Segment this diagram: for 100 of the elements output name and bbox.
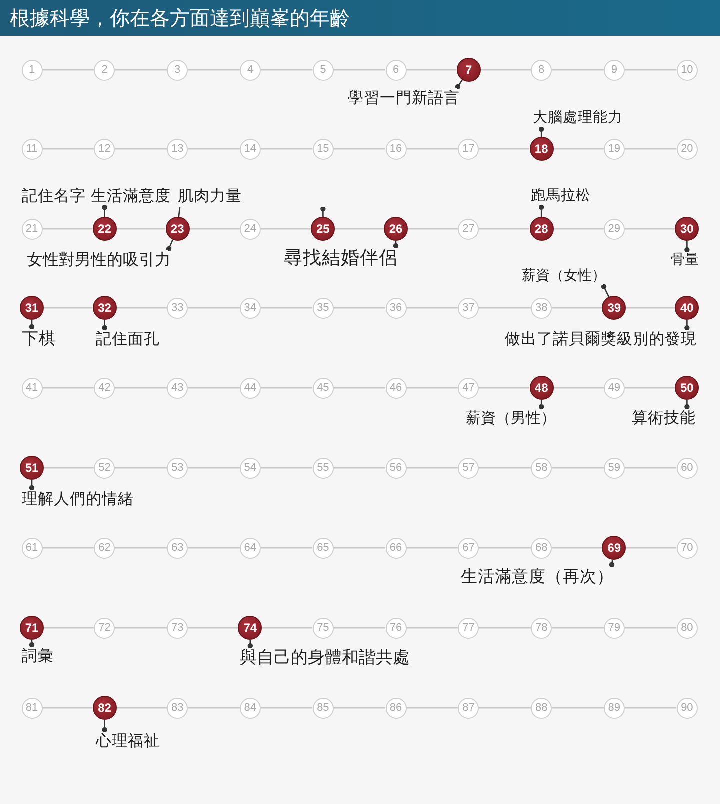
peak-age-circle: 74 <box>238 616 262 640</box>
connector-line <box>406 69 457 71</box>
age-circle: 76 <box>386 618 406 638</box>
connector-line <box>479 547 532 549</box>
connector-line <box>554 228 604 230</box>
callout-text: 生活滿意度（再次） <box>461 567 614 587</box>
callout-text: 與自己的身體和諧共處 <box>240 648 410 668</box>
age-circle: 44 <box>240 378 261 398</box>
age-circle: 16 <box>386 138 406 160</box>
connector-line <box>552 307 602 309</box>
callout-text: 理解人們的情緒 <box>22 490 134 509</box>
age-circle: 43 <box>167 378 188 398</box>
leader-line <box>248 640 253 649</box>
age-circle: 63 <box>167 538 188 558</box>
age-circle: 13 <box>167 138 188 160</box>
peak-age-circle: 40 <box>675 296 700 320</box>
connector-line <box>260 228 312 230</box>
age-circle: 2 <box>94 60 116 80</box>
leader-line <box>539 126 544 137</box>
connector-line <box>334 307 386 309</box>
age-circle: 61 <box>22 538 42 558</box>
leader-line <box>102 720 108 733</box>
leader-line <box>684 400 690 410</box>
connector-line <box>42 707 93 709</box>
peak-age-circle: 30 <box>675 217 700 241</box>
age-circle: 72 <box>94 618 116 638</box>
age-circle: 20 <box>676 138 698 160</box>
connector-line <box>116 228 166 230</box>
callout-text: 學習一門新語言 <box>348 89 460 108</box>
age-circle: 4 <box>240 60 261 80</box>
callout-text: 大腦處理能力 <box>533 110 623 128</box>
connector-line <box>334 148 386 150</box>
age-circle: 33 <box>167 298 188 318</box>
leader-line <box>29 480 35 491</box>
age-circle: 42 <box>94 378 116 398</box>
age-circle: 34 <box>240 298 261 318</box>
connector-line <box>115 148 168 150</box>
peak-age-circle: 48 <box>530 376 554 400</box>
age-circle: 35 <box>312 298 334 318</box>
callout-text: 尋找結婚伴侶 <box>284 248 398 270</box>
peak-age-circle: 18 <box>530 137 554 161</box>
age-circle: 41 <box>22 378 42 398</box>
age-circle: 15 <box>312 138 334 160</box>
peak-age-circle: 50 <box>675 376 700 400</box>
connector-line <box>116 707 168 709</box>
connector-line <box>480 69 532 71</box>
age-circle: 49 <box>604 378 625 398</box>
peak-age-circle: 39 <box>602 296 626 320</box>
connector-line <box>115 387 168 389</box>
connector-line <box>626 547 677 549</box>
connector-line <box>42 387 94 389</box>
connector-line <box>260 387 313 389</box>
connector-line <box>115 547 168 549</box>
connector-line <box>42 547 94 549</box>
age-circle: 88 <box>531 698 552 718</box>
connector-line <box>260 148 313 150</box>
age-circle: 75 <box>312 618 334 638</box>
connector-line <box>260 69 313 71</box>
callout-text: 心理福祉 <box>96 732 160 751</box>
age-circle: 83 <box>167 698 188 718</box>
age-circle: 8 <box>531 60 552 80</box>
connector-line <box>406 627 458 629</box>
peak-age-circle: 69 <box>602 536 626 560</box>
callout-text: 肌肉力量 <box>178 187 242 206</box>
leader-line <box>601 284 610 298</box>
connector-line <box>334 69 386 71</box>
age-circle: 85 <box>312 698 334 718</box>
peak-age-circle: 7 <box>456 58 481 82</box>
connector-line <box>334 387 386 389</box>
connector-line <box>188 627 238 629</box>
age-circle: 87 <box>458 698 480 718</box>
callout-text: 骨量 <box>671 252 699 269</box>
connector-line <box>624 707 677 709</box>
age-circle: 86 <box>386 698 406 718</box>
connector-line <box>479 307 532 309</box>
peak-age-circle: 26 <box>384 217 408 241</box>
age-circle: 19 <box>604 138 625 160</box>
callout-text: 薪資（女性） <box>522 268 606 285</box>
leader-line <box>29 320 35 330</box>
leader-line <box>166 240 174 252</box>
age-circle: 52 <box>94 458 116 478</box>
callout-text: 跑馬拉松 <box>531 188 591 206</box>
age-circle: 80 <box>676 618 698 638</box>
peak-age-circle: 71 <box>20 616 44 640</box>
connector-line <box>262 627 313 629</box>
connector-line <box>44 307 93 309</box>
connector-line <box>552 707 604 709</box>
peak-age-circle: 32 <box>92 296 117 320</box>
connector-line <box>188 148 240 150</box>
age-circle: 38 <box>531 298 552 318</box>
age-circle: 17 <box>458 138 480 160</box>
connector-line <box>44 467 94 469</box>
age-circle: 62 <box>94 538 116 558</box>
connector-line <box>42 69 94 71</box>
leader-line <box>609 560 615 568</box>
connector-line <box>42 228 93 230</box>
age-circle: 68 <box>531 538 552 558</box>
connector-line <box>552 69 604 71</box>
age-circle: 3 <box>167 60 188 80</box>
age-circle: 45 <box>312 378 334 398</box>
